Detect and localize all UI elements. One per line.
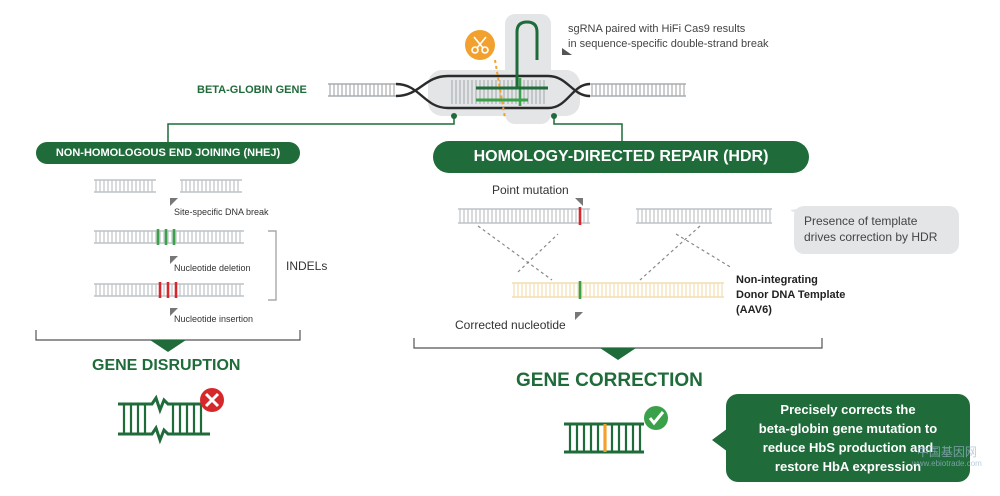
bubble-line: Precisely corrects the <box>780 402 916 417</box>
label-point-mutation: Point mutation <box>492 183 569 197</box>
dna-strand <box>118 394 210 415</box>
pointer-site-break <box>170 198 178 206</box>
pointer-corrected <box>575 312 583 320</box>
nhej-strands <box>94 179 244 298</box>
gene-correction-title: GENE CORRECTION <box>516 370 703 391</box>
connector-nhej <box>167 116 455 144</box>
sgrna-pointer <box>562 48 572 55</box>
watermark-line: www.ebiotrade.com <box>912 459 982 468</box>
cross-line <box>477 225 553 281</box>
watermark: 中国基因网 www.ebiotrade.com <box>912 446 982 470</box>
bubble-line: restore HbA expression <box>774 459 922 474</box>
bubble-line: beta-globin gene mutation to <box>758 421 938 436</box>
hdr-strands <box>458 207 772 299</box>
template-callout-line: drives correction by HDR <box>804 230 938 244</box>
template-callout-line: Presence of template <box>804 214 918 228</box>
nhej-title: NON-HOMOLOGOUS END JOINING (NHEJ) <box>36 142 300 164</box>
hdr-title: HOMOLOGY-DIRECTED REPAIR (HDR) <box>433 141 809 173</box>
disrupted-dna-icon <box>118 394 210 445</box>
gene-disruption-title: GENE DISRUPTION <box>92 357 241 374</box>
connector-hdr <box>553 116 623 144</box>
sgrna-note-line: sgRNA paired with HiFi Cas9 results <box>568 23 746 35</box>
donor-line: Non-integrating <box>736 274 818 286</box>
sgrna-note: sgRNA paired with HiFi Cas9 results in s… <box>568 22 769 52</box>
label-corrected: Corrected nucleotide <box>455 318 566 332</box>
connector-node-right <box>551 113 557 119</box>
pointer-insertion <box>170 308 178 316</box>
template-callout: Presence of template drives correction b… <box>794 206 959 254</box>
gene-label: BETA-GLOBIN GENE <box>197 84 307 96</box>
indels-bracket <box>268 230 277 301</box>
hdr-outcome-arrow <box>600 348 636 360</box>
cross-line <box>675 233 733 269</box>
dna-strand <box>118 424 210 445</box>
corrected-dna-icon <box>564 422 644 454</box>
x-circle-icon <box>200 388 224 412</box>
watermark-line: 中国基因网 <box>916 445 977 459</box>
pointer-point-mutation <box>575 198 583 206</box>
label-deletion: Nucleotide deletion <box>174 263 251 273</box>
connector-node-left <box>451 113 457 119</box>
cross-line <box>639 225 701 281</box>
donor-template-label: Non-integrating Donor DNA Template (AAV6… <box>736 273 845 318</box>
dna-backbone <box>395 74 591 98</box>
bubble-line: reduce HbS production and <box>762 440 934 455</box>
cross-line <box>517 233 559 273</box>
check-circle-icon <box>644 406 668 430</box>
pointer-deletion <box>170 256 178 264</box>
donor-line: Donor DNA Template <box>736 289 846 301</box>
result-bubble: Precisely corrects the beta-globin gene … <box>726 394 970 482</box>
nhej-outcome-bracket <box>35 330 301 341</box>
bubble-tail <box>712 428 728 452</box>
label-insertion: Nucleotide insertion <box>174 314 254 324</box>
hdr-outcome-bracket <box>413 338 823 349</box>
label-site-break: Site-specific DNA break <box>174 207 269 217</box>
sgrna-note-line: in sequence-specific double-strand break <box>568 38 769 50</box>
cut-path <box>494 59 506 119</box>
donor-line: (AAV6) <box>736 304 772 316</box>
sgrna-hairpin <box>515 20 539 88</box>
scissors-icon <box>465 30 495 60</box>
label-indels: INDELs <box>286 259 328 273</box>
nhej-outcome-arrow <box>150 340 186 352</box>
